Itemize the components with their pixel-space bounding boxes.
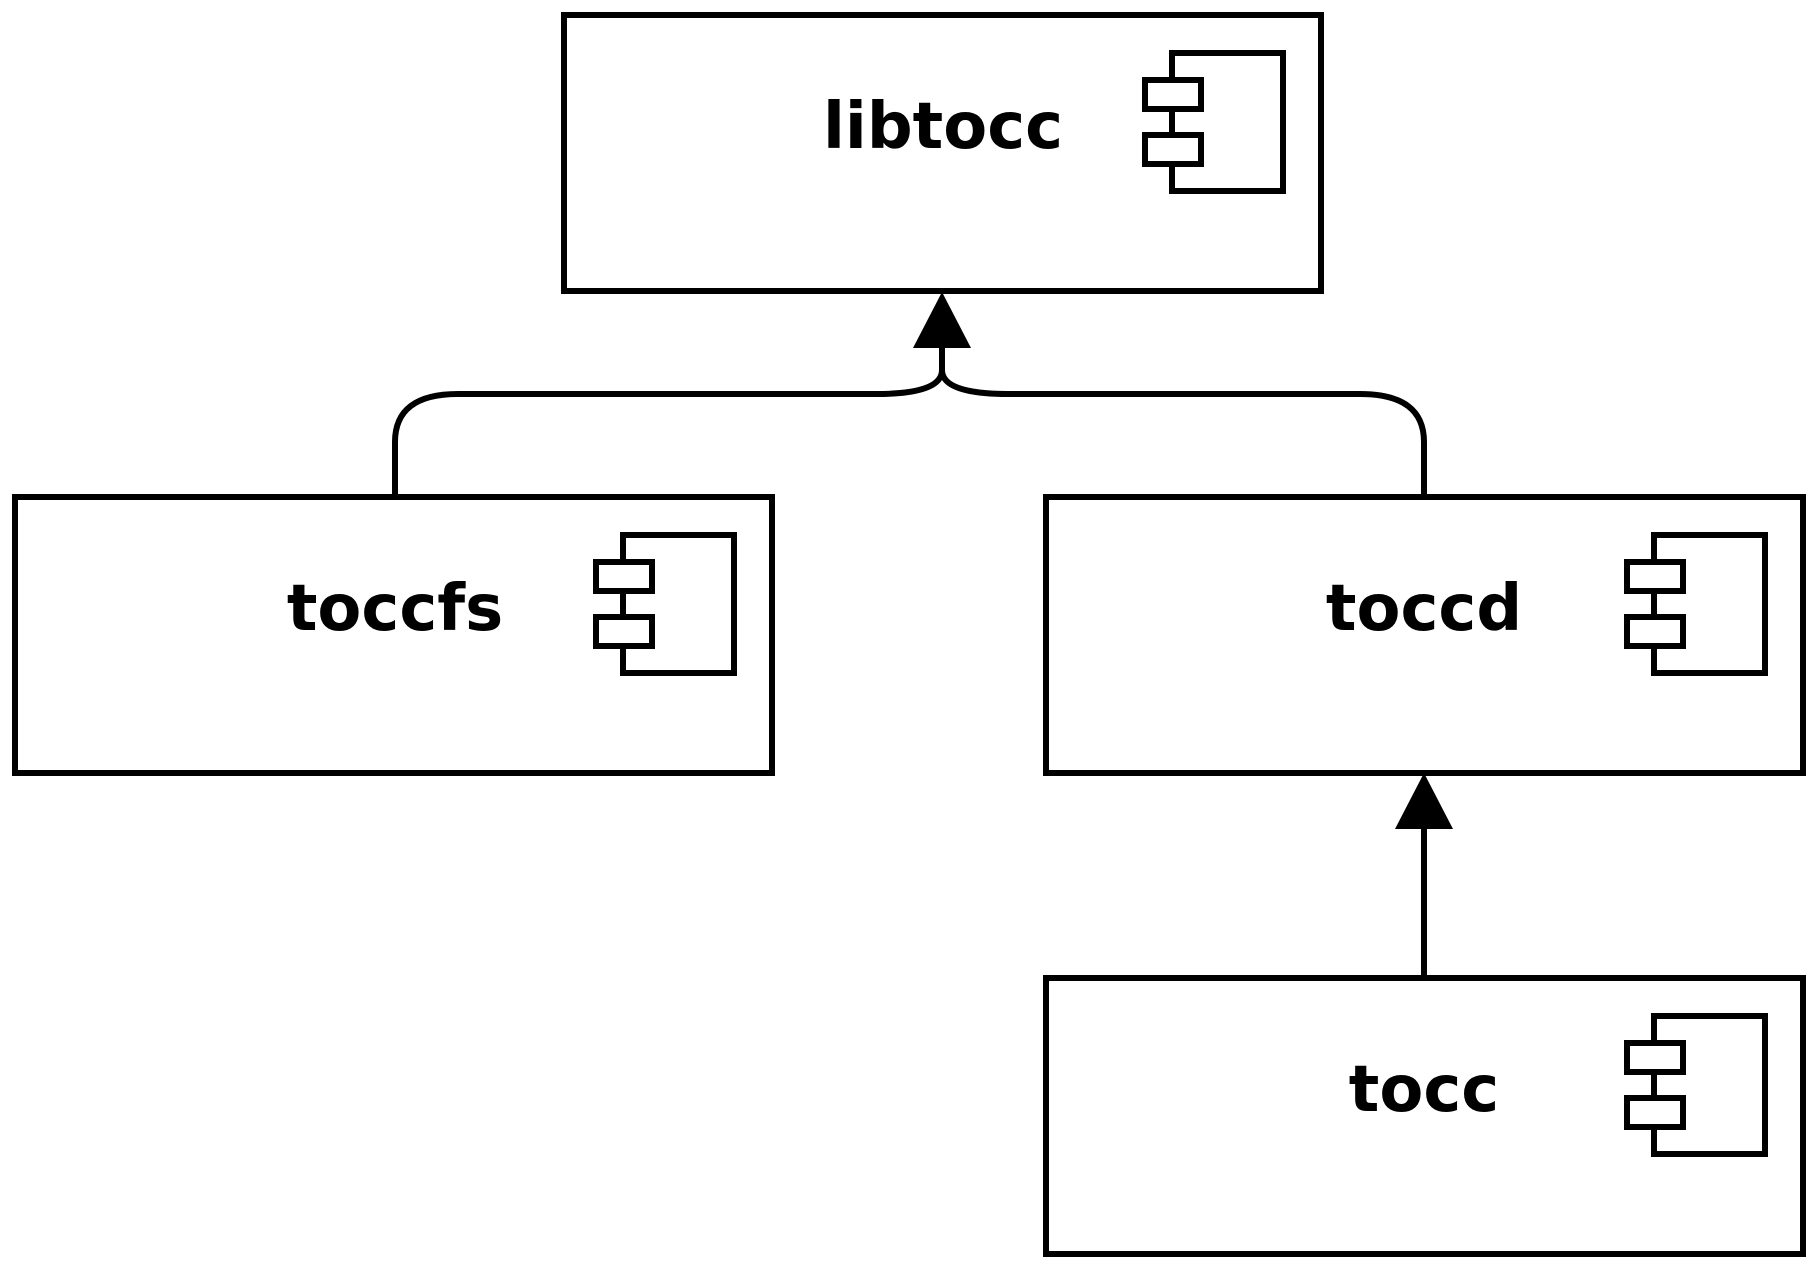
arrowhead-libtocc: [913, 292, 971, 348]
arrowhead-toccd: [1395, 773, 1453, 829]
component-icon: [593, 532, 737, 676]
component-label: libtocc: [823, 90, 1063, 164]
connector-toccfs-libtocc: [392, 342, 945, 495]
component-label: tocc: [1349, 1053, 1499, 1127]
component-icon: [1142, 50, 1286, 194]
component-toccfs[interactable]: toccfs: [12, 494, 775, 776]
component-toccd[interactable]: toccd: [1043, 494, 1806, 776]
component-label: toccd: [1326, 572, 1522, 646]
component-icon: [1624, 1013, 1768, 1157]
connector-toccd-libtocc: [939, 342, 1427, 495]
component-label: toccfs: [287, 572, 503, 646]
component-libtocc[interactable]: libtocc: [561, 12, 1324, 294]
component-tocc[interactable]: tocc: [1043, 975, 1806, 1257]
component-icon: [1624, 532, 1768, 676]
